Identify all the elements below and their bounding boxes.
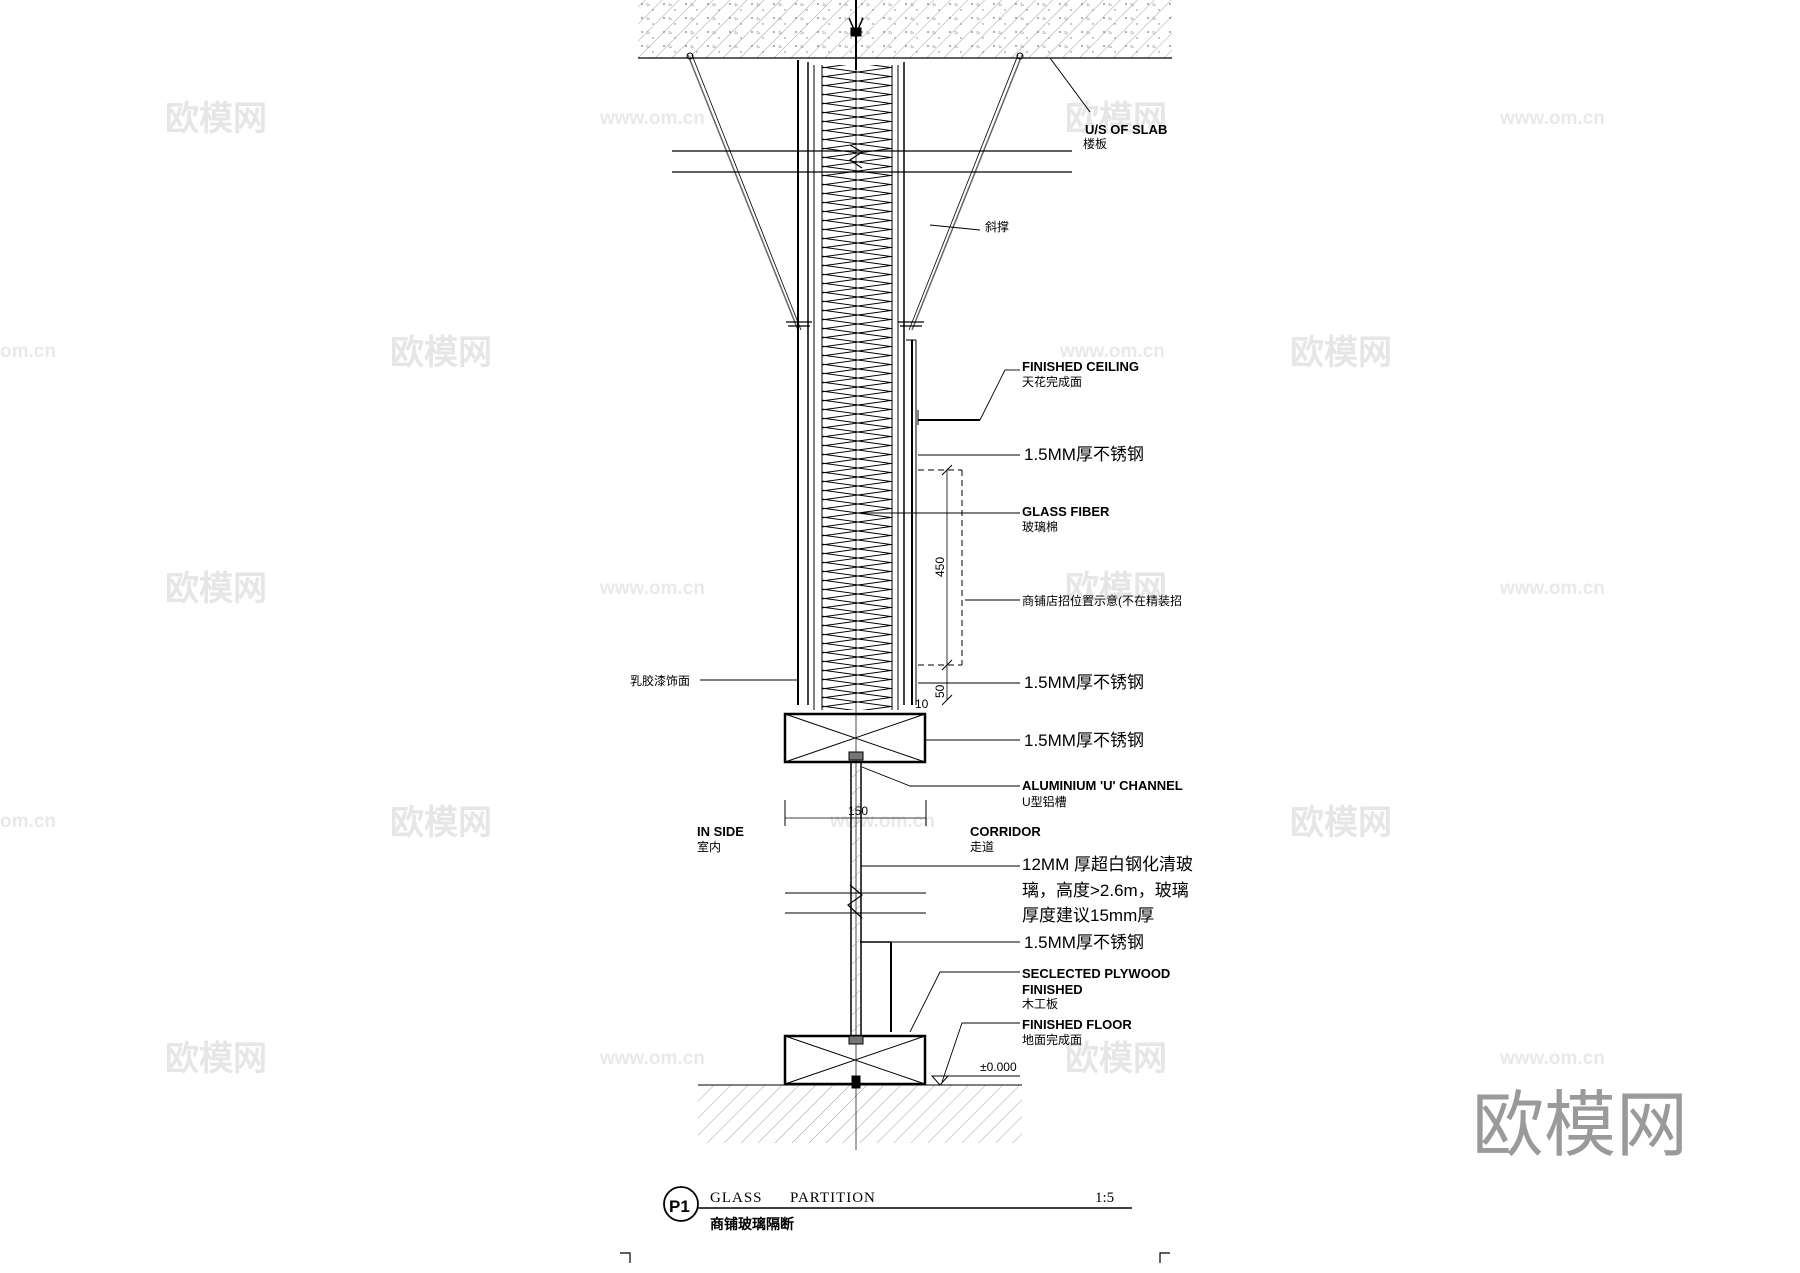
watermark-brand: 欧模网 [1065,569,1167,609]
label-channel-cn: U型铝槽 [1022,794,1067,809]
watermark-url: www.om.cn [599,108,705,129]
watermark-url: www.om.cn [829,811,935,832]
label-level: ±0.000 [980,1060,1017,1074]
watermark-url: www.om.cn [1499,1048,1605,1069]
brand-watermark: 欧模网 [1472,1083,1688,1167]
watermark-url: om.cn [0,811,56,832]
dim-10: 10 [915,697,929,711]
floor-slab [698,1084,1022,1143]
label-inside-en: IN SIDE [697,824,744,839]
watermark-url: www.om.cn [599,578,705,599]
label-floor-cn: 地面完成面 [1022,1032,1082,1047]
watermark-brand: 欧模网 [390,803,492,843]
title-name-cn: 商铺玻璃隔断 [710,1216,794,1232]
dim-450: 450 [933,557,947,577]
watermark-brand: 欧模网 [1290,333,1392,373]
label-brace-cn: 斜撑 [985,219,1009,234]
label-glass-line3: 厚度建议15mm厚 [1022,906,1154,925]
suspension-system [686,0,1091,331]
finished-ceiling-line [917,410,980,425]
label-fiber-cn: 玻璃棉 [1022,520,1058,534]
watermark-brand: 欧模网 [1065,99,1167,139]
label-corridor-en: CORRIDOR [970,824,1041,839]
label-plywood-cn: 木工板 [1022,997,1058,1011]
label-steel-2: 1.5MM厚不锈钢 [1024,673,1144,692]
label-steel-3: 1.5MM厚不锈钢 [1024,731,1144,750]
label-signage-cn: 商铺店招位置示意(不在精装招 [1022,593,1182,608]
watermark-brand: 欧模网 [1065,1039,1167,1079]
watermark-url: om.cn [0,341,56,362]
title-block [620,1186,1170,1263]
watermark-brand: 欧模网 [165,99,267,139]
title-name-en-2: PARTITION [790,1190,876,1206]
dim-50: 50 [933,684,947,698]
top-timber-block [783,712,927,764]
label-ceiling-en: FINISHED CEILING [1022,359,1139,374]
label-steel-4: 1.5MM厚不锈钢 [1024,933,1144,952]
watermark-brand: 欧模网 [390,333,492,373]
label-glass-line2: 璃，高度>2.6m，玻璃 [1022,881,1189,900]
glass-panel [785,762,926,1036]
watermark-brand: 欧模网 [165,569,267,609]
title-name-en-1: GLASS [710,1190,763,1206]
label-plywood-en-1: SECLECTED PLYWOOD [1022,966,1170,981]
watermark-url: www.om.cn [1499,578,1605,599]
watermark-brand: 欧模网 [165,1039,267,1079]
watermark-url: www.om.cn [1059,341,1165,362]
leader-lines [700,369,1020,1083]
label-ceiling-cn: 天花完成面 [1022,374,1082,389]
label-floor-en: FINISHED FLOOR [1022,1017,1132,1032]
watermark-layer: 欧模网 www.om.cn 欧模网 www.om.cn om.cn 欧模网 ww… [0,99,1605,1079]
label-inside-cn: 室内 [697,839,721,854]
label-steel-1: 1.5MM厚不锈钢 [1024,445,1144,464]
level-mark [930,1075,1020,1086]
label-slab-en: U/S OF SLAB [1085,122,1167,137]
label-fiber-en: GLASS FIBER [1022,504,1110,519]
title-scale: 1:5 [1095,1190,1114,1206]
bottom-timber-block [783,941,927,1089]
label-channel-en: ALUMINIUM 'U' CHANNEL [1022,778,1183,793]
watermark-brand: 欧模网 [1290,803,1392,843]
signage-outline [918,469,963,666]
watermark-url: www.om.cn [1499,108,1605,129]
label-corridor-cn: 走道 [970,840,994,854]
label-plywood-en-2: FINISHED [1022,982,1083,997]
partition-wall [672,60,1072,1150]
title-badge: P1 [669,1197,690,1216]
label-latex-cn: 乳胶漆饰面 [630,673,690,688]
ceiling-slab [638,0,1172,59]
label-slab-cn: 楼板 [1083,136,1107,151]
label-glass-line1: 12MM 厚超白钢化清玻 [1022,855,1193,874]
watermark-url: www.om.cn [599,1048,705,1069]
